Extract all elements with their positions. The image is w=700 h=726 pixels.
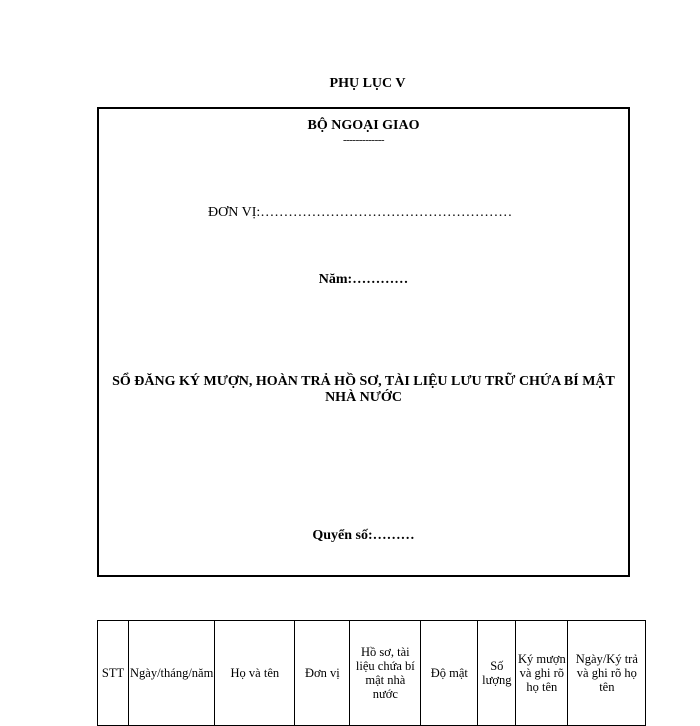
year-field: Năm:………… <box>318 272 409 287</box>
header-borrow-signature: Ký mượn và ghi rõ họ tên <box>515 620 569 726</box>
volume-number-field: Quyển số:……… <box>312 528 415 543</box>
unit-field: ĐƠN VỊ:……………………………………………… <box>208 205 513 220</box>
header-return-signature: Ngày/Ký trả và ghi rõ họ tên <box>567 620 647 726</box>
ministry-underline: ------------- <box>342 134 385 146</box>
appendix-title: PHỤ LỤC V <box>329 76 406 91</box>
header-date: Ngày/tháng/năm <box>127 620 216 726</box>
table-header-row: STT Ngày/tháng/năm Họ và tên Đơn vị Hồ s… <box>97 620 647 726</box>
header-unit: Đơn vị <box>294 620 351 726</box>
header-full-name: Họ và tên <box>214 620 296 726</box>
cover-page-box: BỘ NGOẠI GIAO ------------- ĐƠN VỊ:……………… <box>97 107 630 577</box>
ministry-name: BỘ NGOẠI GIAO <box>307 118 420 133</box>
borrow-register-table: STT Ngày/tháng/năm Họ và tên Đơn vị Hồ s… <box>97 620 647 726</box>
header-secrecy-level: Độ mật <box>420 620 479 726</box>
header-stt: STT <box>97 620 129 726</box>
register-book-title: SỔ ĐĂNG KÝ MƯỢN, HOÀN TRẢ HỒ SƠ, TÀI LIỆ… <box>112 374 615 405</box>
header-documents: Hồ sơ, tài liệu chứa bí mật nhà nước <box>349 620 422 726</box>
header-quantity: Số lượng <box>477 620 517 726</box>
